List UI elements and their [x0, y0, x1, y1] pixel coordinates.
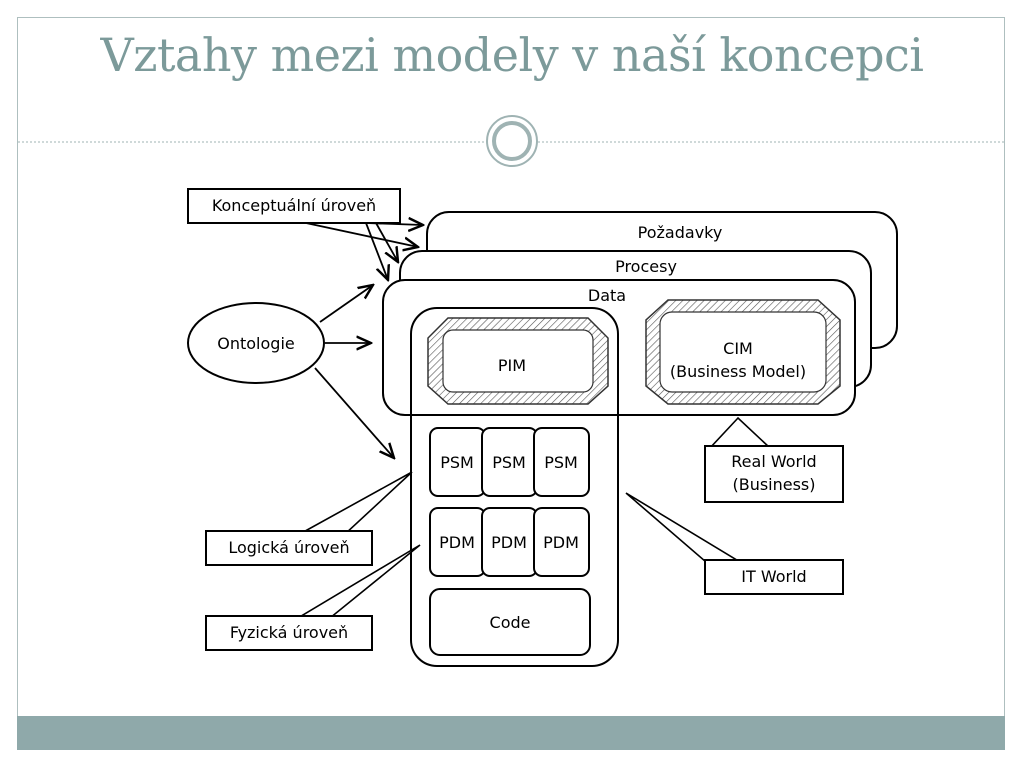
- callout-real-world-line1: Real World: [731, 452, 816, 471]
- callout-physical-label: Fyzická úroveň: [230, 623, 348, 642]
- callout-conceptual: Konceptuální úroveň: [187, 188, 423, 280]
- ontology-label: Ontologie: [217, 334, 294, 353]
- footer-band: [17, 716, 1005, 750]
- title-divider: [18, 115, 1005, 167]
- arrow: [375, 222, 398, 262]
- callout-real-world: Real World (Business): [704, 416, 844, 503]
- pdm-box: [533, 507, 590, 577]
- psm-label: PSM: [440, 453, 474, 472]
- code-box: Code: [429, 588, 591, 656]
- psm-label: PSM: [544, 453, 578, 472]
- layer-data-label: Data: [588, 286, 626, 305]
- cim-label-line1: CIM: [723, 339, 753, 358]
- callout-it-world-label: IT World: [741, 567, 806, 586]
- layer-processes-label: Procesy: [615, 257, 677, 276]
- callout-logical: Logická úroveň: [205, 471, 413, 566]
- layer-requirements-label: Požadavky: [638, 223, 723, 242]
- arrow: [319, 285, 373, 323]
- callout-real-world-line2: (Business): [732, 475, 815, 494]
- pdm-label: PDM: [491, 533, 527, 552]
- cim-label-line2: (Business Model): [670, 362, 806, 381]
- pim-label: PIM: [498, 356, 526, 375]
- ontology-arrows: [314, 285, 394, 458]
- psm-row: PSM PSM PSM: [429, 427, 590, 497]
- arrow: [365, 223, 423, 225]
- pdm-row: PDM PDM PDM: [429, 507, 590, 577]
- callout-conceptual-label: Konceptuální úroveň: [212, 196, 376, 215]
- callout-physical: Fyzická úroveň: [205, 544, 421, 651]
- arrow: [314, 367, 394, 458]
- it-column: [410, 307, 619, 667]
- ontology-node: Ontologie: [187, 302, 325, 384]
- psm-box: [533, 427, 590, 497]
- pdm-label: PDM: [439, 533, 475, 552]
- callout-it-world: IT World: [625, 492, 844, 595]
- cim-box: CIM (Business Model): [645, 299, 841, 405]
- psm-label: PSM: [492, 453, 526, 472]
- arrow: [305, 222, 418, 247]
- pdm-label: PDM: [543, 533, 579, 552]
- callout-logical-label: Logická úroveň: [228, 538, 349, 557]
- pim-box: PIM: [427, 317, 609, 405]
- arrow: [365, 222, 388, 280]
- slide-title: Vztahy mezi modely v naší koncepci: [100, 28, 924, 82]
- code-label: Code: [490, 613, 531, 632]
